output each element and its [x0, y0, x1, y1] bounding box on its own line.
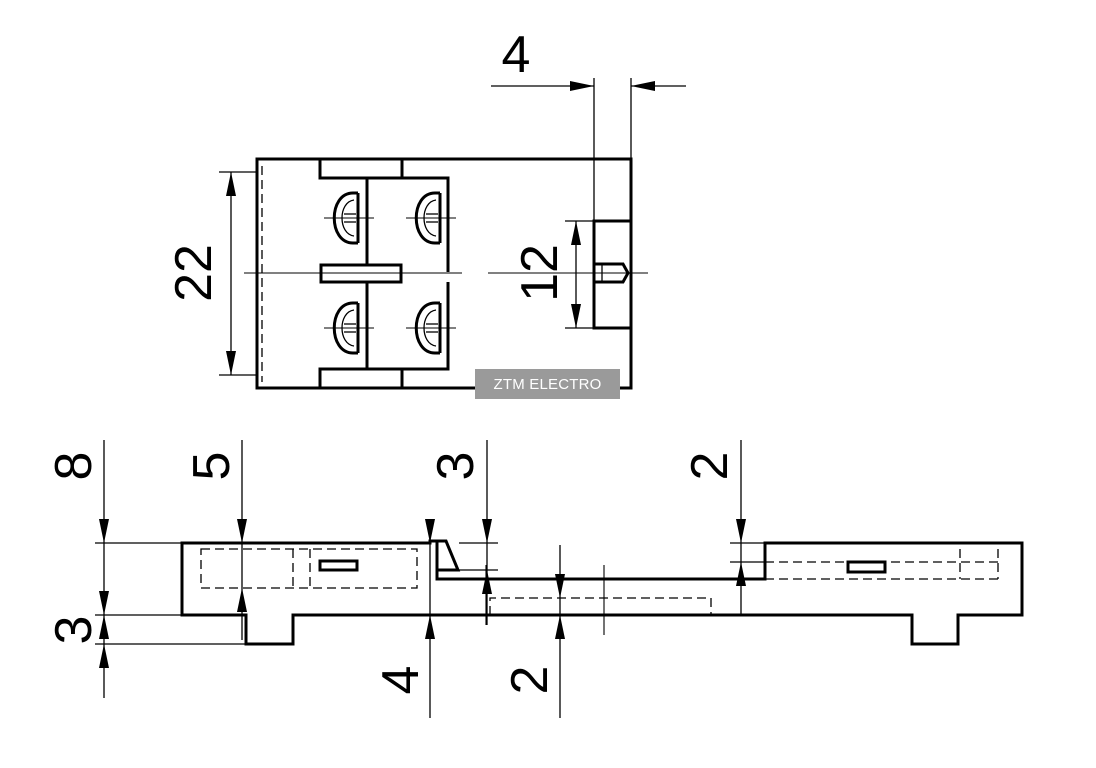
screw-icon [324, 301, 374, 355]
dim-label: 12 [511, 244, 569, 302]
dim-label: 3 [427, 452, 485, 481]
dim-label: 8 [45, 452, 103, 481]
top-view: 4 22 12 [165, 26, 686, 390]
latch [592, 219, 633, 330]
dim-label: 4 [372, 666, 430, 695]
dim-label: 22 [165, 244, 223, 302]
screw-icon [406, 191, 456, 245]
dim-label: 2 [681, 452, 739, 481]
dim-label: 2 [501, 666, 559, 695]
lower-recess [318, 282, 450, 388]
upper-recess [318, 159, 450, 272]
dim-label: 3 [45, 616, 103, 645]
side-view: 8 3 5 3 4 2 2 [45, 440, 1024, 718]
latch-hook [437, 539, 461, 572]
screw-icon [406, 301, 456, 355]
dim-label: 5 [183, 452, 241, 481]
dim-label: 4 [502, 26, 531, 84]
watermark: ZTM ELECTRO [475, 369, 620, 399]
side-view-outline [180, 539, 1024, 646]
screw-icon [324, 191, 374, 245]
